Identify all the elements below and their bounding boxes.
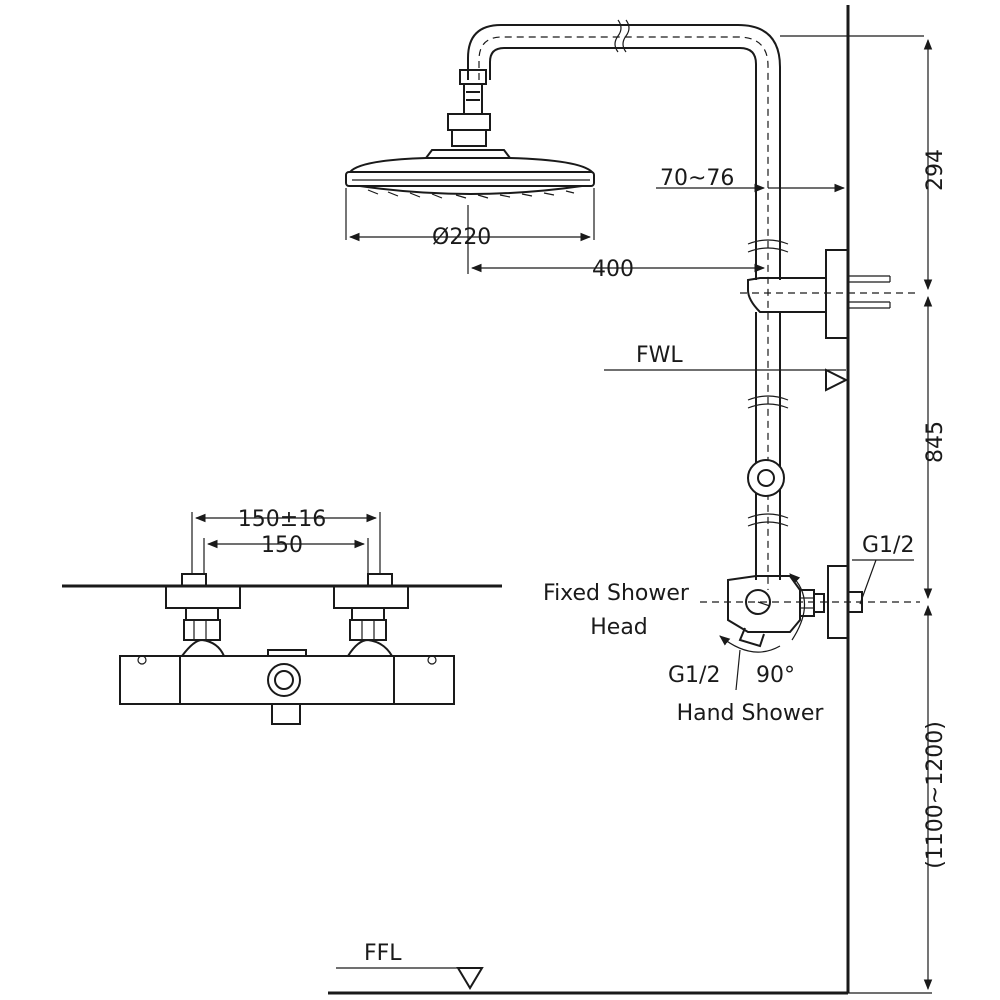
mixer-front-view [62,573,502,725]
ffl-marker [336,967,484,990]
head-diameter-dimension [345,188,595,242]
head-offset-label: 400 [592,257,634,282]
hand-shower-label: Hand Shower [677,701,825,726]
fwl-label: FWL [636,343,683,368]
fixed-head-label-line1: Fixed Shower [543,581,690,606]
level-marker-icon [456,967,484,990]
head-diameter-label: Ø220 [432,225,491,250]
outlet-thread-label: G1/2 [668,663,720,688]
diverter [700,565,920,653]
fixed-head-label-line2: Head [590,615,648,640]
slide-bar [747,239,789,580]
fwl-marker [604,368,849,392]
centers-range-label: 150±16 [238,507,326,532]
level-marker-icon [825,368,849,392]
wall [328,5,850,995]
ffl-label: FFL [364,941,402,966]
inlet-thread-label: G1/2 [862,533,914,558]
rotation-label: 90° [756,663,795,688]
wall-bracket [740,249,920,339]
dim-bottom-label: (1100~1200) [923,721,948,869]
shower-arm [447,19,781,590]
centers-label: 150 [261,533,303,558]
centers-dimension [191,512,381,574]
wall-gap-label: 70~76 [660,166,734,191]
head-offset-dimension [467,205,766,274]
rotation-arrow-icon [719,635,781,653]
height-dimension-chain [780,35,933,994]
dim-mid-label: 845 [923,421,948,463]
dim-top-label: 294 [923,149,948,191]
shower-head [345,149,595,199]
